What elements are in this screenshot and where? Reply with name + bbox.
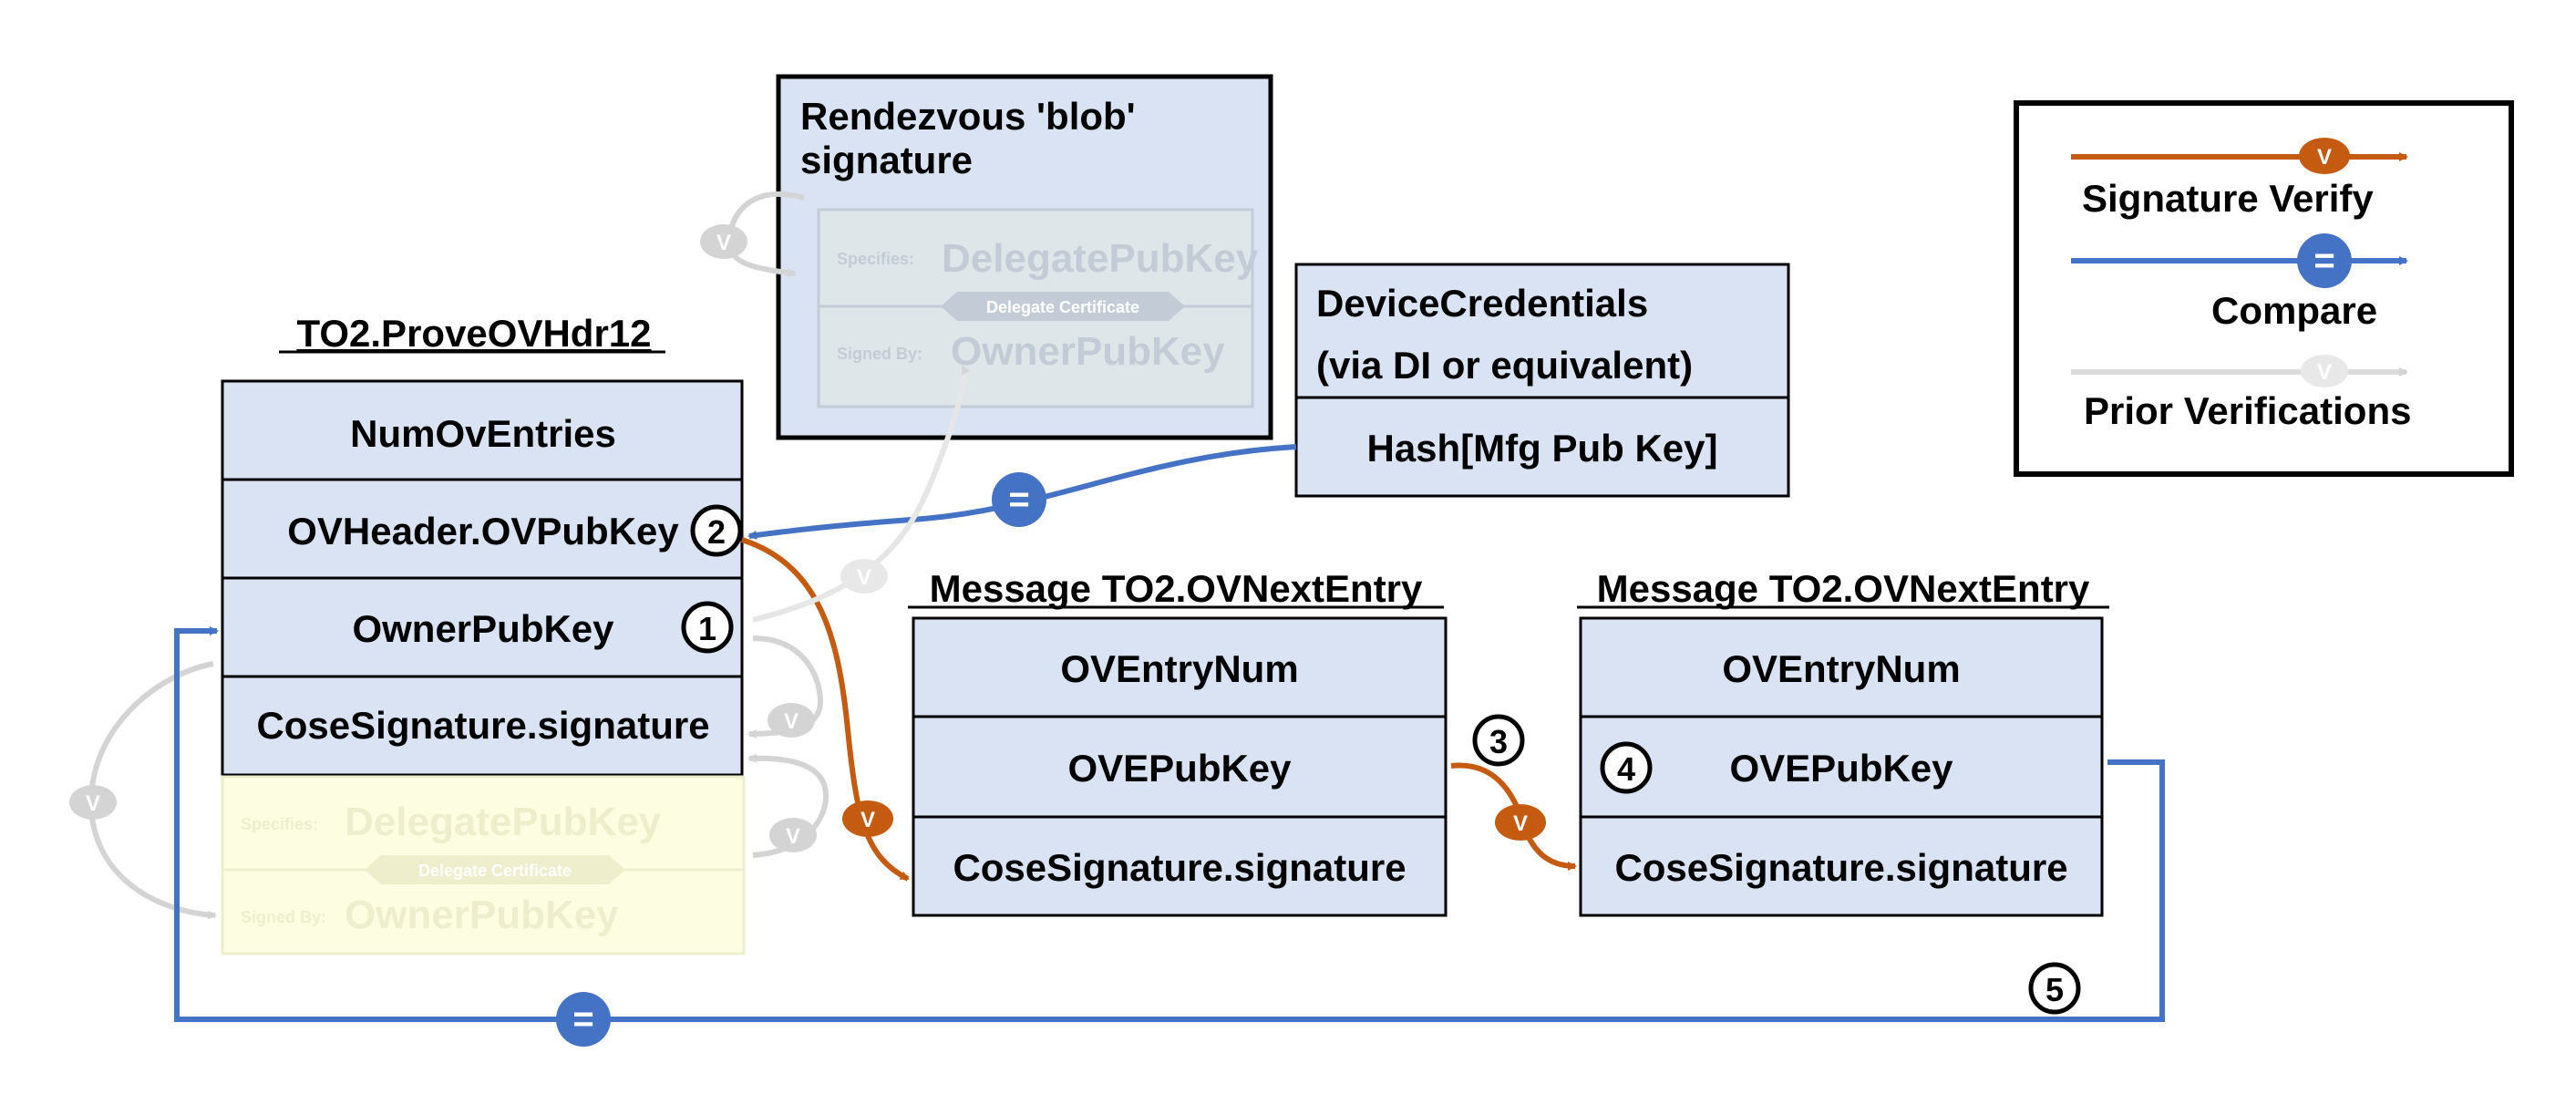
mfg-pub-key-hash: Hash[Mfg Pub Key] [1366,427,1717,470]
rendezvous-title-line1: Rendezvous 'blob' [800,95,1136,138]
prior-verify-icon [700,224,747,259]
next-entry-1-title: Message TO2.OVNextEntry [930,567,1423,610]
next-entry-1-cose-signature: CoseSignature.signature [953,846,1406,889]
next-entry-2-title: Message TO2.OVNextEntry [1597,567,2090,610]
svg-text:Signed By:: Signed By: [241,908,326,926]
svg-text:V: V [860,808,875,832]
svg-text:Delegate Certificate: Delegate Certificate [418,862,572,880]
svg-text:Specifies:: Specifies: [837,250,914,268]
svg-text:=: = [2313,241,2334,281]
row-ov-header-pubkey: OVHeader.OVPubKey [287,510,679,552]
device-credentials-title-line2: (via DI or equivalent) [1316,344,1693,387]
delegate-signed-by-value: OwnerPubKey [345,893,619,937]
prior-verify-icon-4 [769,818,817,852]
rendezvous-specifies-value: DelegatePubKey [942,236,1259,281]
row-cose-signature: CoseSignature.signature [256,704,709,747]
legend-compare: = Compare [2071,233,2408,332]
delegate-specifies-value: DelegatePubKey [345,800,662,844]
next-entry-2-ov-entry-num: OVEntryNum [1722,647,1960,690]
svg-text:V: V [784,709,799,734]
prior-verify-icon-2 [840,559,888,594]
legend: V Signature Verify = Compare V Prior Ver… [2014,100,2514,477]
next-entry-2-cose-signature: CoseSignature.signature [1614,846,2067,889]
svg-text:V: V [857,565,871,590]
prior-symbol-icon [2301,355,2348,387]
compare-symbol-icon [2297,233,2352,288]
svg-text:1: 1 [698,610,716,647]
row-num-ov-entries: NumOvEntries [350,412,616,455]
prove-ov-hdr-table: NumOvEntries OVHeader.OVPubKey OwnerPubK… [221,379,744,777]
step-1-marker: 1 [681,601,734,654]
svg-text:V: V [86,791,100,816]
svg-text:V: V [1513,811,1528,836]
svg-text:Specifies:: Specifies: [241,815,318,833]
legend-prior-label: Prior Verifications [2084,389,2411,432]
device-credentials-title-line1: DeviceCredentials [1316,282,1648,325]
prove-ov-hdr-delegate-certificate: Specifies: DelegatePubKey Delegate Certi… [221,775,746,955]
prove-ov-hdr-title: TO2.ProveOVHdr12 [296,312,651,355]
svg-text:Signed By:: Signed By: [837,345,922,363]
legend-prior: V Prior Verifications [2071,355,2411,432]
step-4-marker: 4 [1600,741,1653,794]
svg-text:V: V [716,231,731,255]
next-entry-1-ove-pubkey: OVEPubKey [1067,747,1292,790]
compare-icon-2 [556,992,611,1047]
svg-text:2: 2 [707,513,726,551]
prior-verify-icon-5 [69,785,117,820]
next-entry-2-ove-pubkey: OVEPubKey [1729,747,1953,790]
legend-signature-verify-label: Signature Verify [2082,177,2374,220]
step-5-marker: 5 [2028,962,2081,1015]
rendezvous-title-line2: signature [800,139,973,181]
row-owner-pubkey: OwnerPubKey [352,607,614,650]
legend-compare-label: Compare [2211,289,2377,332]
compare-icon [992,472,1046,527]
svg-text:Delegate Certificate: Delegate Certificate [986,298,1139,316]
rendezvous-blob-box: Rendezvous 'blob' signature Specifies: D… [776,74,1273,440]
verify-icon-2 [1495,804,1546,841]
step-3-marker: 3 [1472,714,1525,767]
svg-text:=: = [572,999,593,1039]
next-entry-1-table: OVEntryNum OVEPubKey CoseSignature.signa… [912,616,1448,917]
next-entry-2-table: OVEntryNum OVEPubKey CoseSignature.signa… [1579,616,2104,917]
legend-signature-verify: V Signature Verify [2071,138,2408,220]
next-entry-1-ov-entry-num: OVEntryNum [1060,647,1298,690]
rendezvous-delegate-certificate: Specifies: DelegatePubKey Delegate Certi… [817,208,1259,408]
svg-text:4: 4 [1617,750,1635,788]
device-credentials-box: DeviceCredentials (via DI or equivalent)… [1294,263,1790,498]
step-2-marker: 2 [690,504,743,557]
verify-symbol-icon [2299,138,2350,174]
verify-icon [842,800,893,837]
svg-text:V: V [786,824,800,849]
svg-text:=: = [1008,480,1029,520]
svg-text:5: 5 [2045,971,2064,1008]
prior-verify-icon-3 [768,703,815,738]
rendezvous-signed-by-value: OwnerPubKey [951,329,1225,374]
svg-text:3: 3 [1489,723,1508,760]
svg-text:V: V [2317,360,2332,385]
svg-text:V: V [2317,145,2332,170]
